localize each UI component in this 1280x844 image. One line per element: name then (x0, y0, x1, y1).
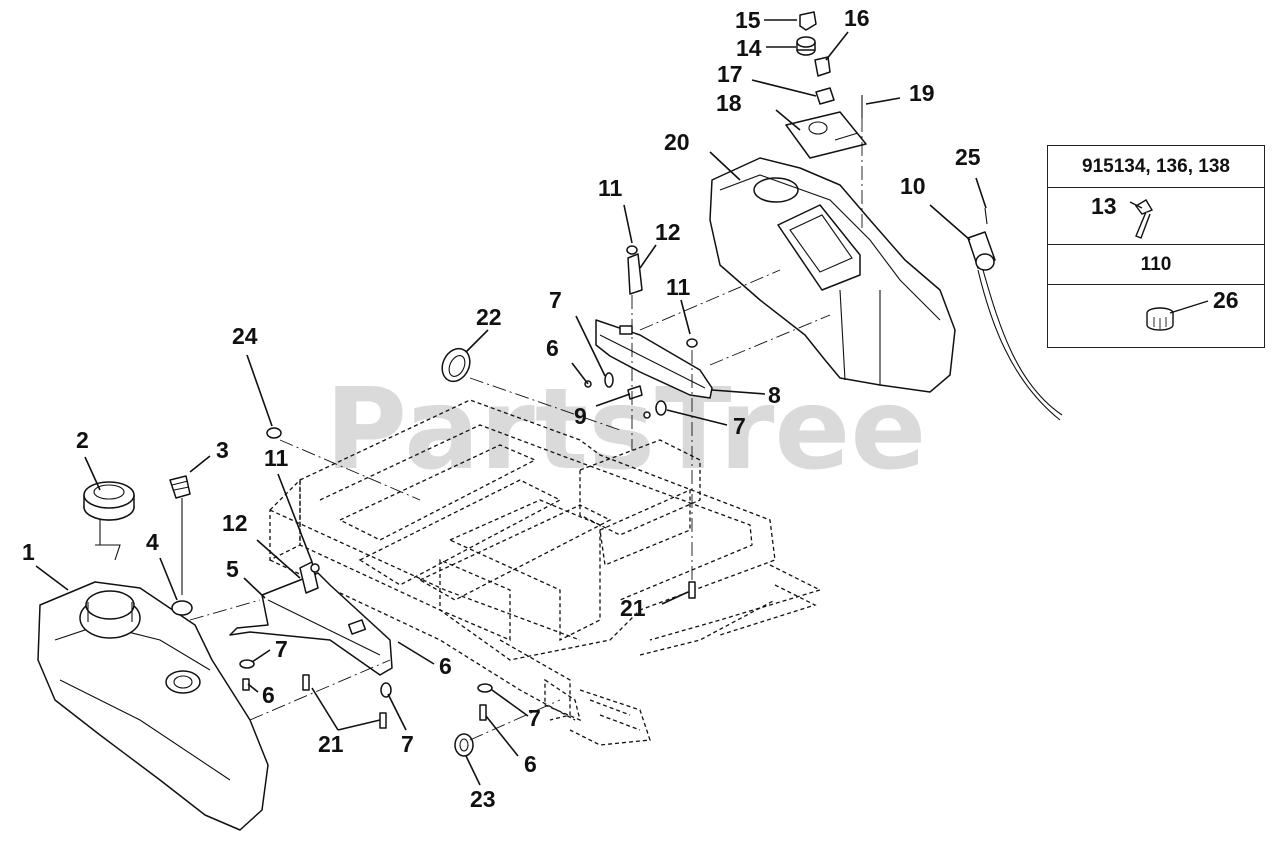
variant-header-2: 110 (1048, 245, 1264, 285)
nut (643, 411, 651, 419)
callout-9: 9 (574, 403, 587, 429)
callout-24: 24 (232, 323, 258, 349)
cap-icon (1146, 307, 1174, 331)
screw-25 (984, 207, 988, 225)
bolt (242, 678, 250, 691)
variant-part-row-2: 26 (1048, 285, 1264, 347)
washer (239, 659, 255, 669)
frame-chassis (269, 399, 822, 746)
washer (655, 400, 667, 416)
callout-7-b: 7 (733, 413, 746, 439)
callout-5: 5 (226, 556, 239, 582)
nut-11 (686, 338, 698, 348)
nut-upper (626, 245, 638, 255)
callout-7-c: 7 (275, 636, 288, 662)
leader-26 (1169, 300, 1209, 314)
ignition-switch (814, 56, 831, 77)
callout-22: 22 (476, 304, 502, 330)
bolt-21-right (688, 581, 696, 599)
callout-7-a: 7 (549, 287, 562, 313)
callout-21-right: 21 (620, 595, 646, 621)
callout-7-e: 7 (401, 731, 414, 757)
bolt (379, 712, 387, 729)
variant-part-row-1: 13 (1048, 188, 1264, 245)
variant-part-13-label: 13 (1091, 193, 1117, 219)
callout-16: 16 (844, 5, 870, 31)
washer (604, 372, 614, 388)
variant-header-1: 915134, 136, 138 (1048, 146, 1264, 188)
callout-6-b: 6 (439, 653, 452, 679)
clip (627, 385, 643, 400)
leader-lines (35, 19, 987, 786)
callout-6-a: 6 (546, 335, 559, 361)
callout-2: 2 (76, 427, 89, 453)
callout-15: 15 (735, 7, 761, 33)
washer (477, 683, 493, 693)
knob (796, 36, 816, 56)
callout-12-left: 12 (222, 510, 248, 536)
callout-20: 20 (664, 129, 690, 155)
decal-plate (785, 111, 867, 159)
bracket-right (595, 319, 713, 399)
variant-part-26-label: 26 (1213, 287, 1239, 313)
callout-3: 3 (216, 437, 229, 463)
grommet (171, 600, 193, 616)
washer (380, 682, 392, 698)
callout-8: 8 (768, 382, 781, 408)
toggle-switch (815, 87, 835, 105)
bracket-left (229, 572, 393, 676)
callout-1: 1 (22, 539, 35, 565)
callout-21-left: 21 (318, 731, 344, 757)
callout-14: 14 (736, 35, 762, 61)
fuel-tank-right (709, 157, 956, 393)
fuel-sender (967, 231, 1063, 421)
vent-fitting (169, 475, 191, 595)
callout-6-d: 6 (524, 751, 537, 777)
watermark: PartsTree (325, 365, 926, 495)
callout-17: 17 (717, 61, 743, 87)
callout-11-left: 11 (264, 445, 289, 471)
bracket-tab-upper (627, 253, 643, 295)
grommet-22 (441, 347, 471, 383)
callout-18: 18 (716, 90, 742, 116)
dipstick-icon (1129, 199, 1154, 239)
fuel-tank-left (37, 581, 269, 831)
callout-11-mid: 11 (666, 274, 691, 300)
projection-lines (189, 269, 831, 741)
callout-23: 23 (470, 786, 496, 812)
callout-12-top: 12 (655, 219, 681, 245)
callouts: 15 16 14 17 19 18 20 25 10 11 12 11 7 22… (22, 5, 981, 812)
ignition-key (799, 11, 817, 31)
grommet-bottom (454, 733, 474, 757)
callout-6-c: 6 (262, 682, 275, 708)
callout-25: 25 (955, 144, 981, 170)
callout-19: 19 (909, 80, 935, 106)
callout-7-d: 7 (528, 705, 541, 731)
bolt (479, 704, 487, 721)
callout-10: 10 (900, 173, 926, 199)
callout-11-top: 11 (598, 175, 623, 201)
callout-4: 4 (146, 529, 159, 555)
grommet-24 (266, 427, 282, 439)
fuel-cap (83, 481, 135, 561)
variant-table: 915134, 136, 138 13 110 26 (1047, 145, 1265, 348)
bolt (302, 674, 310, 691)
nut-left (310, 563, 320, 573)
